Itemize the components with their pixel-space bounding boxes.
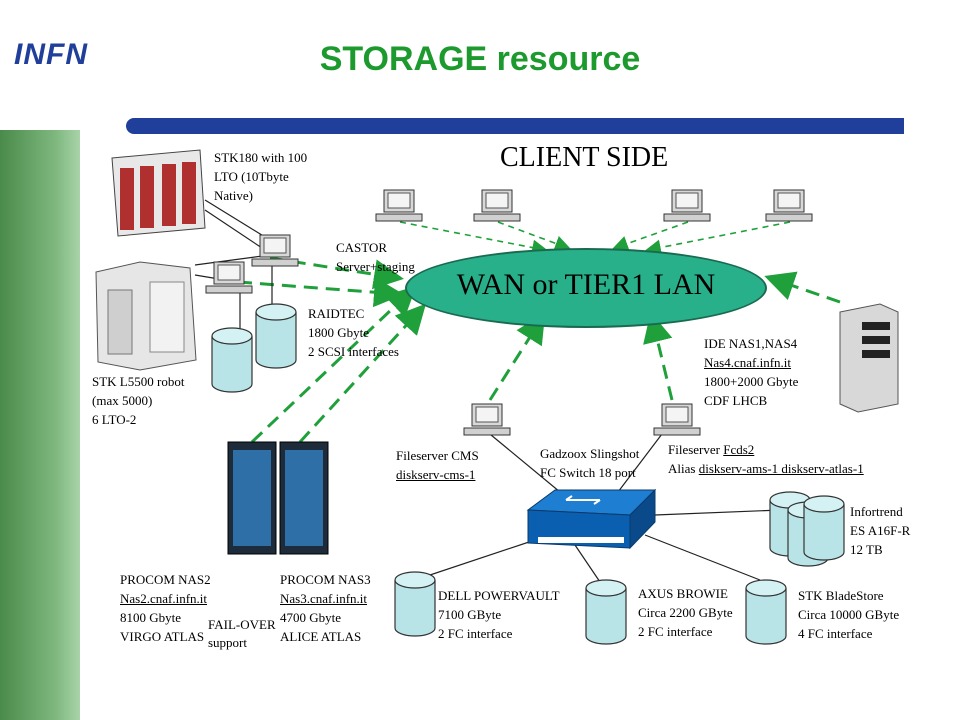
ide-nas-label: IDE NAS1,NAS4 Nas4.cnaf.infn.it 1800+200…: [704, 334, 798, 410]
stk-l5500-robot-icon: [95, 261, 197, 371]
failover-line2: support: [208, 635, 247, 650]
procom2-host-link[interactable]: Nas2.cnaf.infn.it: [120, 591, 208, 606]
procom3-line3: 4700 Gbyte: [280, 610, 342, 625]
raidtec-disk-2: [211, 327, 253, 393]
dell-line2: 7100 GByte: [438, 607, 502, 622]
raidtec-disk-1: [255, 303, 297, 369]
raidtec-line1: RAIDTEC: [308, 306, 365, 321]
fc-switch-icon: [526, 488, 657, 550]
gadzoox-label: Gadzoox Slingshot FC Switch 18 port: [540, 444, 639, 482]
stk-blade-line2: Circa 10000 GByte: [798, 607, 900, 622]
stk-l5500-line3: 6 LTO-2: [92, 412, 137, 427]
procom3-host-link[interactable]: Nas3.cnaf.infn.it: [280, 591, 368, 606]
procom3-label: PROCOM NAS3 Nas3.cnaf.infn.it 4700 Gbyte…: [280, 570, 371, 646]
procom-nas2-rack-icon: [227, 441, 277, 555]
procom3-line4: ALICE ATLAS: [280, 629, 362, 644]
fcds2-alias-prefix: Alias: [668, 461, 699, 476]
fileserver-cms-line1: Fileserver CMS: [396, 448, 479, 463]
stk-blade-line3: 4 FC interface: [798, 626, 873, 641]
procom2-label: PROCOM NAS2 Nas2.cnaf.infn.it 8100 Gbyte…: [120, 570, 211, 646]
infn-logo: INFN: [14, 38, 88, 71]
client-links: [399, 221, 791, 256]
header: INFN STORAGE resource: [0, 0, 960, 134]
client-pc-4: [765, 189, 813, 222]
fcds2-host-link[interactable]: Fcds2: [723, 442, 755, 457]
gadzoox-line1: Gadzoox Slingshot: [540, 446, 640, 461]
castor-label: CASTOR Server+staging: [336, 238, 415, 276]
stk180-line2: LTO (10Tbyte: [214, 169, 289, 184]
castor-line2: Server+staging: [336, 259, 415, 274]
fcds2-alias-link[interactable]: diskserv-ams-1 diskserv-atlas-1: [698, 461, 864, 476]
wan-ellipse: [405, 248, 767, 328]
client-pc-1: [375, 189, 423, 222]
ide-nas-line3: 1800+2000 Gbyte: [704, 374, 799, 389]
stk180-line1: STK180 with 100: [214, 150, 308, 165]
procom3-line1: PROCOM NAS3: [280, 572, 371, 587]
stk180-line3: Native): [214, 188, 253, 203]
procom2-line4: VIRGO ATLAS: [120, 629, 205, 644]
stk-bladestore-disk: [745, 579, 787, 645]
axus-line1: AXUS BROWIE: [638, 586, 728, 601]
client-pc-3: [663, 189, 711, 222]
page-title: STORAGE resource: [319, 40, 641, 78]
storage-links: [194, 199, 781, 583]
stk-l5500-line1: STK L5500 robot: [92, 374, 185, 389]
infortrend-line2: ES A16F-R: [850, 523, 911, 538]
procom-nas3-rack-icon: [279, 441, 329, 555]
fileserver-cms-host-link[interactable]: diskserv-cms-1: [396, 467, 476, 482]
stk-blade-line1: STK BladeStore: [798, 588, 884, 603]
wan-label: WAN or TIER1 LAN: [456, 268, 716, 301]
fileserver-cms-pc: [463, 403, 511, 436]
ide-nas-tower-icon: [839, 303, 899, 413]
failover-line1: FAIL-OVER: [208, 617, 276, 632]
stk-l5500-line2: (max 5000): [92, 393, 153, 408]
stk180-tape-library-icon: [111, 149, 206, 237]
gadzoox-line2: FC Switch 18 port: [540, 465, 636, 480]
procom2-line1: PROCOM NAS2: [120, 572, 211, 587]
castor-pc-1: [251, 234, 299, 267]
stk180-label: STK180 with 100 LTO (10Tbyte Native): [214, 148, 307, 205]
ide-nas-line1: IDE NAS1,NAS4: [704, 336, 798, 351]
ide-nas-line4: CDF LHCB: [704, 393, 768, 408]
left-sidebar-bar: [0, 130, 80, 720]
stk-blade-label: STK BladeStore Circa 10000 GByte 4 FC in…: [798, 586, 899, 643]
infortrend-disk-3: [803, 495, 845, 561]
fileserver-cms-label: Fileserver CMS diskserv-cms-1: [396, 446, 479, 484]
axus-line3: 2 FC interface: [638, 624, 713, 639]
dell-powervault-disk: [394, 571, 436, 637]
client-side-label: CLIENT SIDE: [500, 142, 669, 173]
raidtec-line3: 2 SCSI interfaces: [308, 344, 399, 359]
axus-label: AXUS BROWIE Circa 2200 GByte 2 FC interf…: [638, 584, 733, 641]
server-links: [237, 256, 841, 444]
infortrend-line1: Infortrend: [850, 504, 903, 519]
infortrend-line3: 12 TB: [850, 542, 883, 557]
title-underline-bar: [126, 118, 904, 134]
fcds2-prefix: Fileserver: [668, 442, 724, 457]
client-pc-2: [473, 189, 521, 222]
fileserver-fcds2-label: Fileserver Fcds2 Alias diskserv-ams-1 di…: [668, 440, 864, 478]
castor-line1: CASTOR: [336, 240, 388, 255]
raidtec-line2: 1800 Gbyte: [308, 325, 370, 340]
failover-label: FAIL-OVER support: [208, 616, 276, 652]
infortrend-label: Infortrend ES A16F-R 12 TB: [850, 502, 910, 559]
stk-l5500-label: STK L5500 robot (max 5000) 6 LTO-2: [92, 372, 184, 429]
dell-line1: DELL POWERVAULT: [438, 588, 560, 603]
axus-line2: Circa 2200 GByte: [638, 605, 733, 620]
procom2-line3: 8100 Gbyte: [120, 610, 182, 625]
raidtec-label: RAIDTEC 1800 Gbyte 2 SCSI interfaces: [308, 304, 399, 361]
dell-label: DELL POWERVAULT 7100 GByte 2 FC interfac…: [438, 586, 560, 643]
axus-browie-disk: [585, 579, 627, 645]
fileserver-fcds2-pc: [653, 403, 701, 436]
dell-line3: 2 FC interface: [438, 626, 513, 641]
ide-nas-host-link[interactable]: Nas4.cnaf.infn.it: [704, 355, 792, 370]
